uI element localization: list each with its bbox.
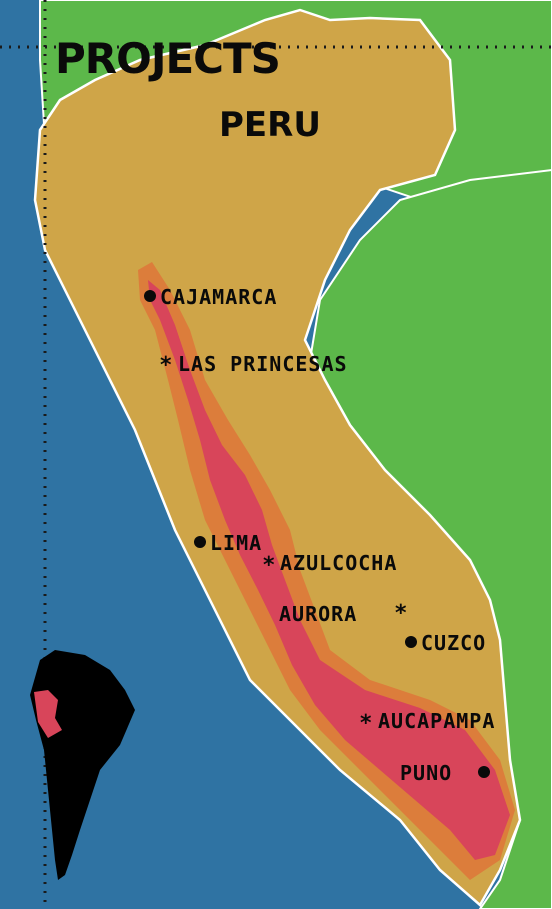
map-title: PROJECTS — [55, 34, 281, 83]
puno-dot — [478, 766, 490, 778]
marker-label-azulcocha: AZULCOCHA — [280, 551, 398, 575]
aucapampa-star: * — [360, 711, 372, 736]
inset-south-america — [30, 650, 135, 880]
las-princesas-star: * — [160, 353, 172, 378]
lima-dot — [194, 536, 206, 548]
country-label: PERU — [219, 105, 321, 145]
marker-label-cuzco: CUZCO — [421, 631, 487, 655]
azulcocha-star: * — [263, 553, 275, 578]
marker-label-cajamarca: CAJAMARCA — [160, 285, 278, 309]
marker-label-las-princesas: LAS PRINCESAS — [178, 352, 348, 376]
aurora-star: * — [395, 601, 407, 626]
marker-label-puno: PUNO — [400, 761, 453, 785]
marker-label-aurora: AURORA — [279, 602, 358, 626]
marker-label-lima: LIMA — [210, 531, 263, 555]
cajamarca-dot — [144, 290, 156, 302]
cuzco-dot — [405, 636, 417, 648]
andes-high-elevation — [148, 280, 510, 860]
country-peru — [33, 8, 522, 907]
marker-label-aucapampa: AUCAPAMPA — [378, 709, 496, 733]
inset-peru-highlight — [34, 690, 62, 738]
